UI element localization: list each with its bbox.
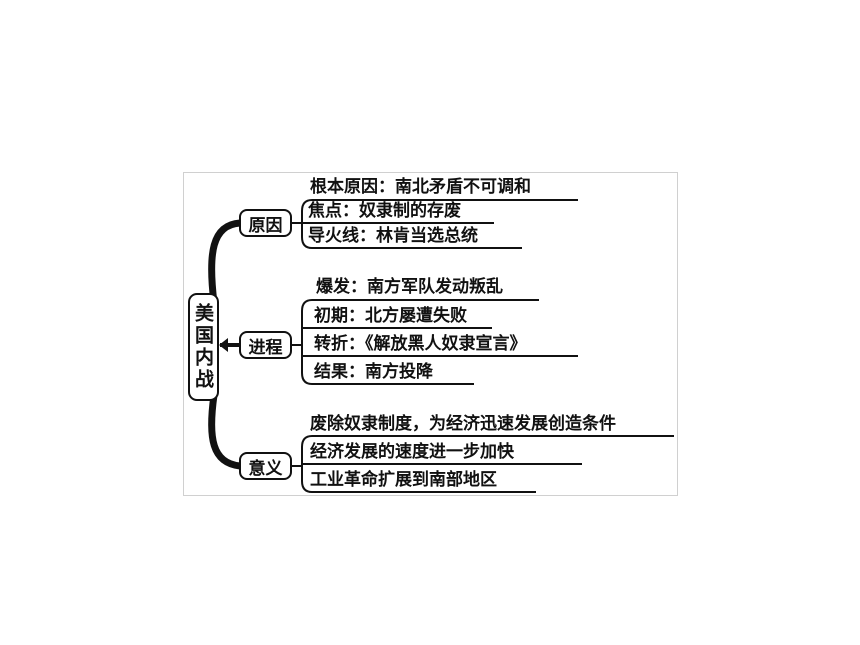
leaf-causes-focus: 焦点：奴隶制的存废 [308, 201, 461, 221]
branch-node-process: 进程 [239, 331, 292, 359]
leaf-process-outbreak: 爆发：南方军队发动叛乱 [316, 277, 503, 297]
root-node: 美国内战 [188, 293, 219, 401]
leaf-causes-root: 根本原因：南北矛盾不可调和 [310, 177, 531, 197]
mind-map-diagram: 美国内战 原因 进程 意义 根本原因：南北矛盾不可调和 焦点：奴隶制的存废 导火… [183, 172, 678, 496]
leaf-significance-abolish: 废除奴隶制度，为经济迅速发展创造条件 [310, 414, 616, 434]
leaf-process-early: 初期：北方屡遭失败 [314, 306, 467, 326]
leaf-causes-trigger: 导火线：林肯当选总统 [308, 226, 478, 246]
leaf-significance-economy: 经济发展的速度进一步加快 [310, 442, 514, 462]
connector-lines [208, 199, 674, 493]
branch-node-significance: 意义 [239, 452, 292, 480]
branch-node-causes: 原因 [239, 209, 292, 237]
leaf-process-turning: 转折：《解放黑人奴隶宣言》 [314, 334, 527, 354]
leaf-significance-industry: 工业革命扩展到南部地区 [310, 470, 497, 490]
leaf-process-result: 结果：南方投降 [314, 362, 433, 382]
